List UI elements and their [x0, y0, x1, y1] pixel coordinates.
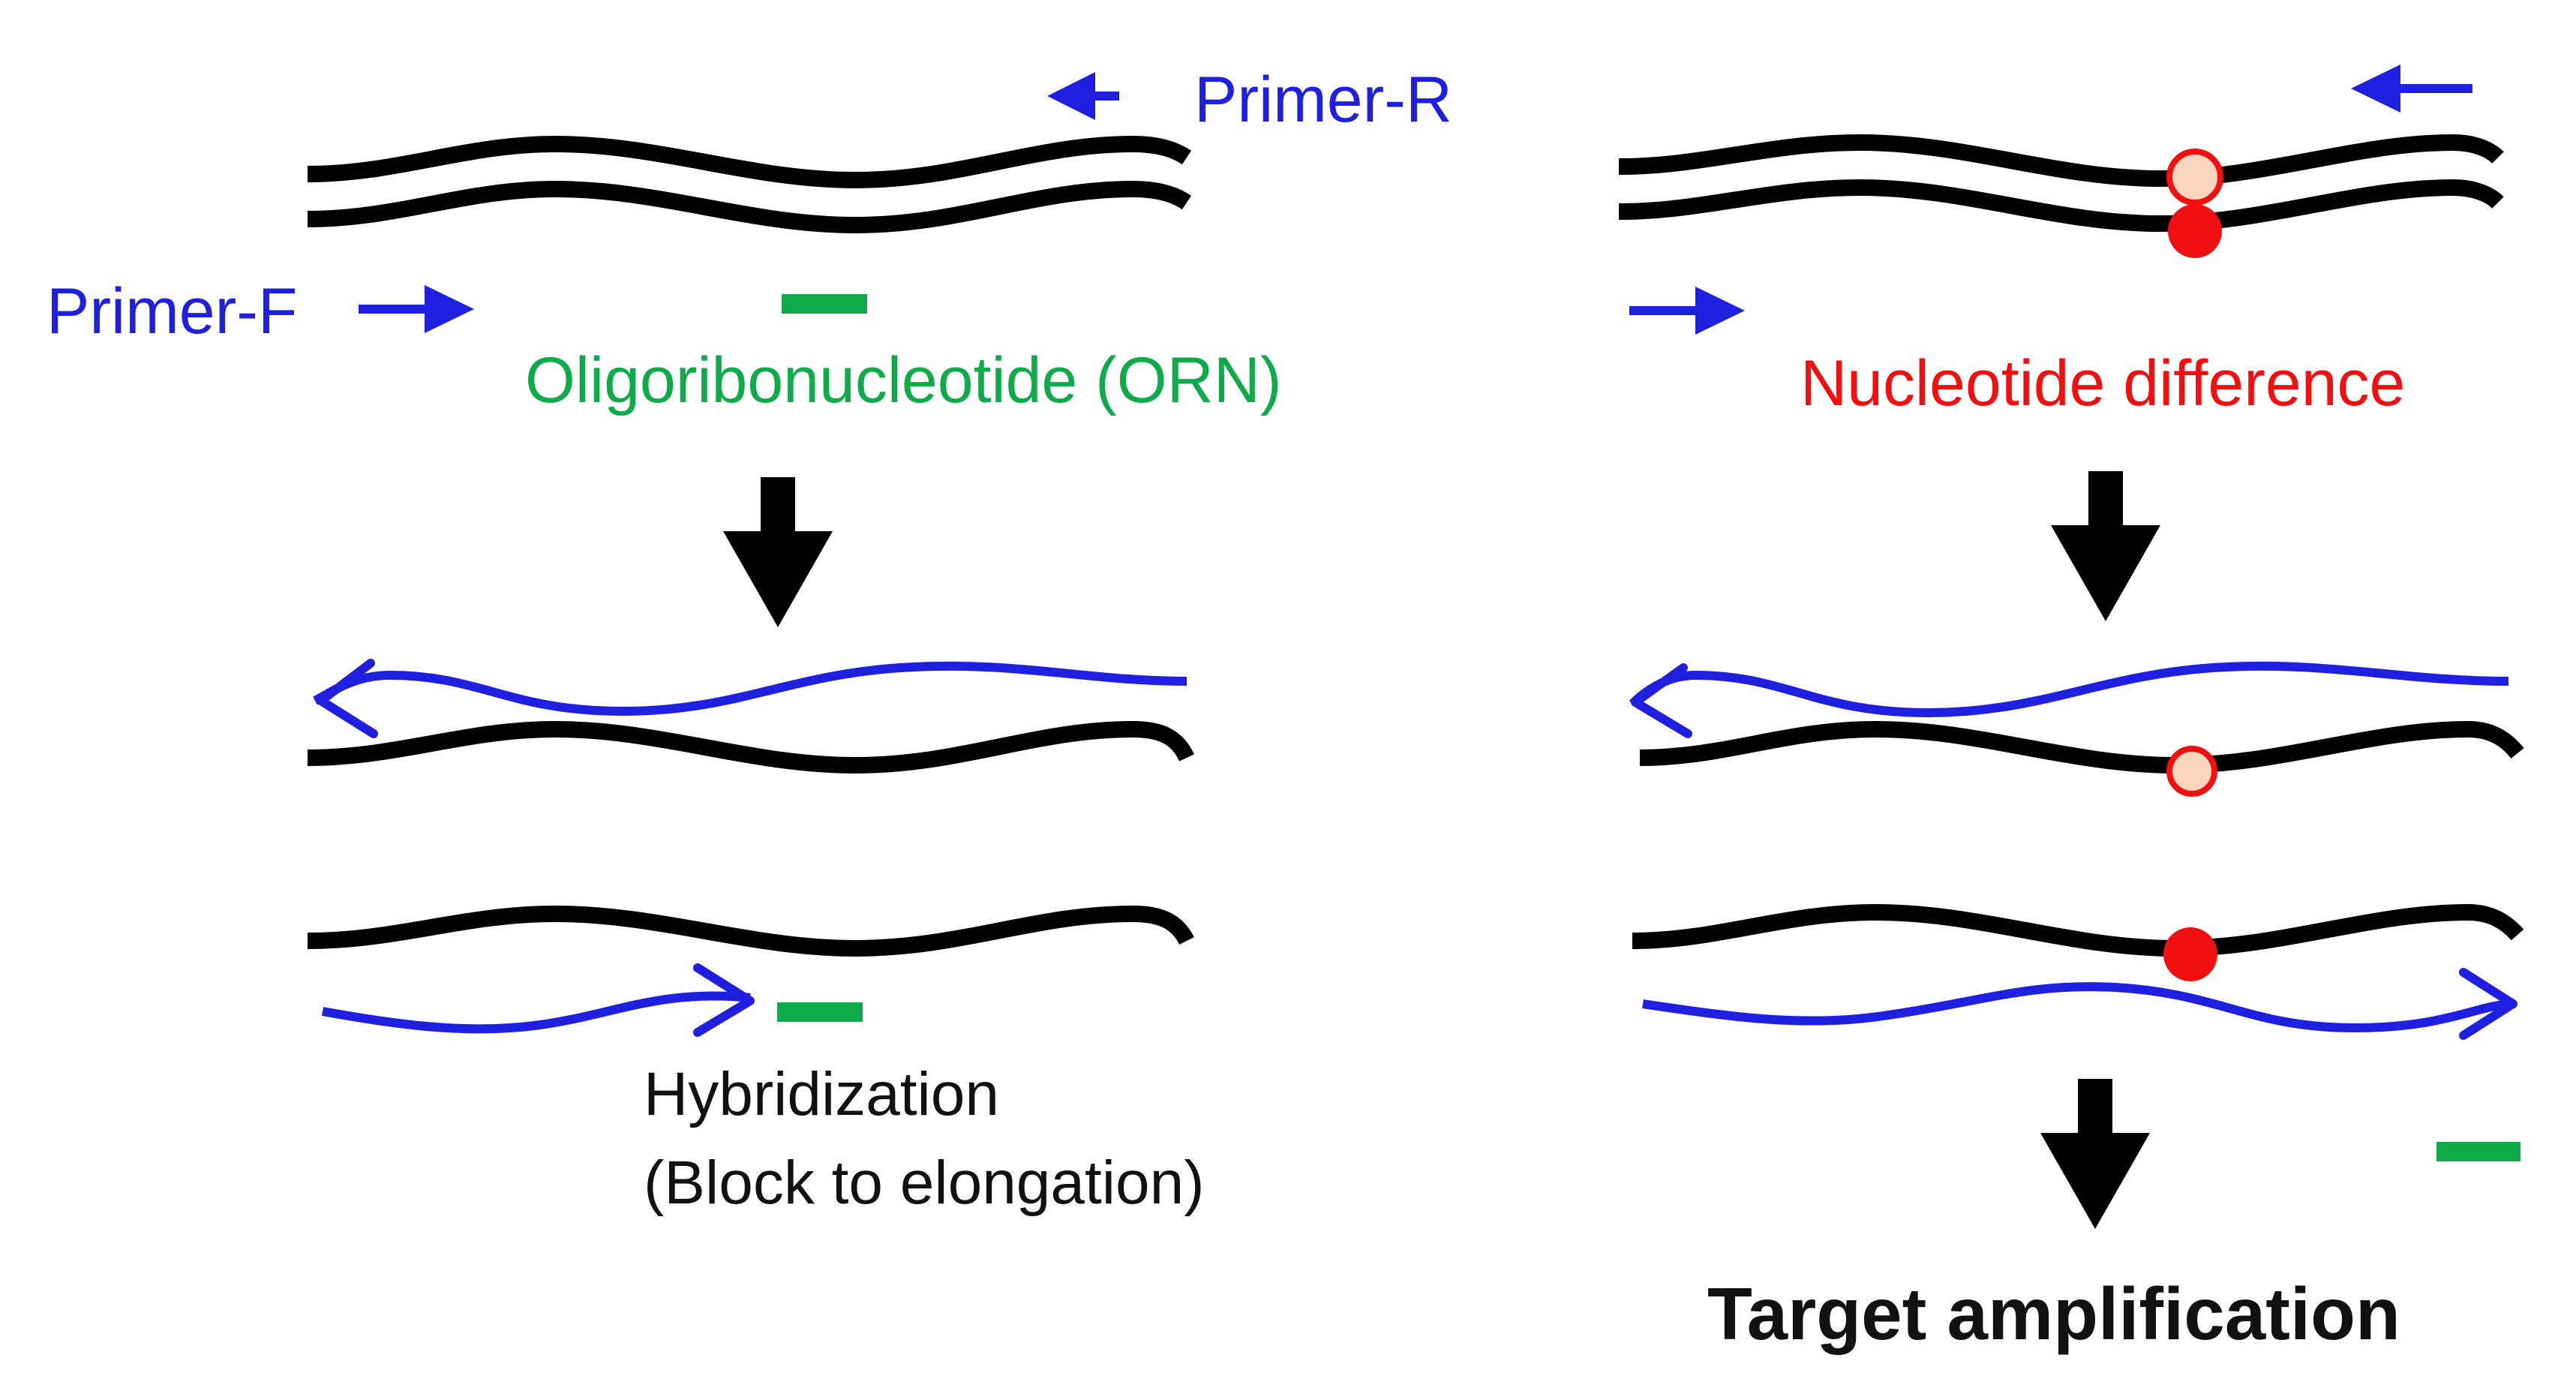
- right-template-duplex: [1618, 134, 2504, 258]
- right-forward-extended-strand: [1642, 982, 2514, 1033]
- orn-bar-bound: [777, 1002, 863, 1022]
- right-template-top-strand: [1618, 134, 2504, 188]
- right-primer-f-arrow: [1629, 287, 1745, 335]
- orn-bar: [782, 294, 867, 314]
- right-forward-arrowhead: [2459, 968, 2517, 1040]
- left-template-strand-3: [307, 905, 1194, 957]
- left-forward-arrowhead: [693, 963, 755, 1037]
- primer-f-label: Primer-F: [47, 275, 298, 347]
- primer-r-label: Primer-R: [1194, 64, 1452, 136]
- right-reverse-arrowhead: [1631, 663, 1692, 738]
- right-reverse-extended-strand: [1629, 661, 2509, 718]
- left-reverse-extension: [307, 659, 1194, 774]
- left-forward-extended-strand: [321, 991, 751, 1034]
- mismatch-filled-circle: [2168, 204, 2222, 258]
- primer-r-arrow: [1047, 72, 1119, 120]
- left-flow-arrow: [723, 477, 833, 627]
- right-flow-arrow-2: [2040, 1079, 2150, 1229]
- mismatch-light-circle-2: [2166, 746, 2217, 797]
- orn-label: Oligoribonucleotide (ORN): [525, 344, 1282, 416]
- left-reverse-arrowhead: [317, 659, 378, 738]
- orn-bar-free: [2436, 1142, 2520, 1161]
- left-reverse-extended-strand: [313, 661, 1187, 717]
- mismatch-light-circle: [2166, 149, 2223, 206]
- left-blocked-extension: [307, 905, 1194, 1037]
- right-template-bottom-strand: [1618, 179, 2504, 233]
- left-template-duplex: [307, 135, 1192, 234]
- mismatch-filled-circle-2: [2163, 927, 2217, 981]
- left-template-bottom-strand: [307, 180, 1192, 234]
- left-template-top-strand: [307, 135, 1192, 189]
- primer-f-arrow: [359, 285, 474, 333]
- nucleotide-difference-label: Nucleotide difference: [1800, 347, 2406, 419]
- right-reverse-extension: [1629, 661, 2524, 797]
- target-amplification-label: Target amplification: [1707, 1272, 2400, 1355]
- right-template-strand-3: [1632, 903, 2524, 957]
- right-template-strand-2: [1639, 720, 2524, 774]
- hybridization-label: Hybridization: [644, 1060, 999, 1128]
- right-flow-arrow-1: [2051, 471, 2160, 621]
- block-to-elongation-label: (Block to elongation): [644, 1149, 1205, 1217]
- right-forward-extension: [1632, 903, 2524, 1040]
- left-template-strand-2: [307, 720, 1194, 774]
- right-primer-r-arrow: [2351, 65, 2472, 113]
